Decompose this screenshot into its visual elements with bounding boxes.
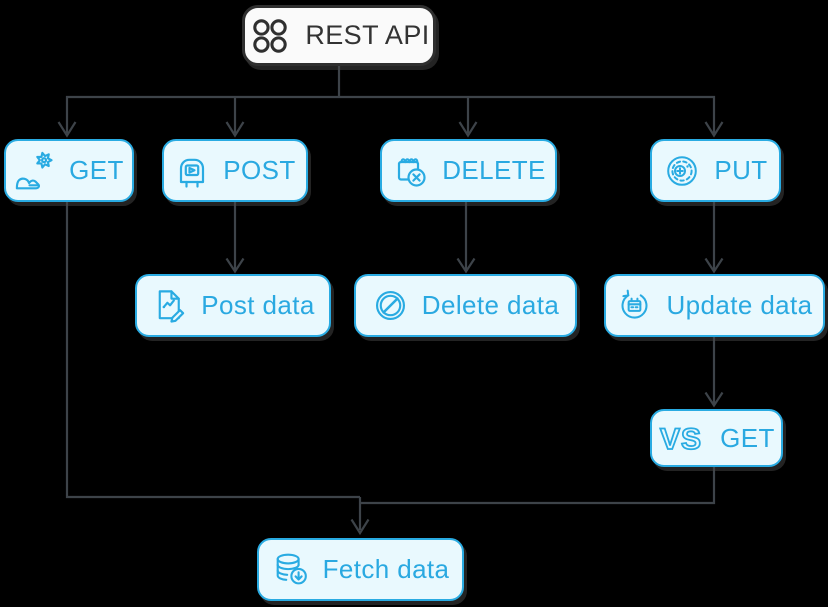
- refresh-calendar-icon: [616, 287, 653, 324]
- node-label: Fetch data: [322, 554, 450, 584]
- node-get: GET: [4, 139, 134, 202]
- edge-arrowhead-delete: [458, 121, 478, 138]
- wheel-add-icon: [663, 152, 701, 190]
- node-post-data: Post data: [135, 274, 331, 337]
- node-vs-get: VS GET: [650, 409, 783, 467]
- node-label: Post data: [201, 290, 315, 320]
- node-label: GET: [69, 155, 124, 185]
- edge-updatedata-vsget: [704, 337, 724, 408]
- node-delete: DELETE: [380, 139, 557, 202]
- node-label: Update data: [666, 290, 813, 320]
- node-post: POST: [162, 139, 308, 202]
- node-label: PUT: [714, 155, 768, 185]
- node-put: PUT: [650, 139, 781, 202]
- node-delete-data: Delete data: [354, 274, 577, 337]
- document-edit-icon: [151, 287, 188, 324]
- api-circles-icon: [248, 17, 292, 55]
- edge-arrowhead-post: [225, 121, 245, 138]
- vs-glyph-icon: VS: [658, 420, 710, 456]
- notepad-remove-icon: [391, 152, 429, 190]
- edge-trunk-horizontal: [65, 95, 716, 133]
- vs-glyph-text: VS: [660, 423, 702, 456]
- node-update-data: Update data: [604, 274, 825, 337]
- edge-put-updatedata: [704, 202, 724, 274]
- node-rest-api: REST API: [242, 5, 436, 66]
- node-label: Delete data: [421, 290, 560, 320]
- edge-fetch-arrow: [350, 497, 370, 536]
- node-label: POST: [223, 155, 296, 185]
- edge-post-postdata: [225, 202, 245, 274]
- node-fetch-data: Fetch data: [257, 538, 464, 601]
- edge-arrowhead-get: [57, 121, 77, 138]
- edge-vsget-fetch: [361, 467, 716, 505]
- edge-delete-deletedata: [456, 202, 476, 274]
- no-entry-icon: [372, 287, 409, 324]
- node-label: REST API: [305, 20, 430, 50]
- edge-arrowhead-put: [704, 121, 724, 138]
- edge-get-fetch: [65, 202, 360, 499]
- mailbox-icon: [174, 153, 210, 189]
- hand-gear-icon: [14, 148, 61, 193]
- database-download-icon: [272, 551, 310, 588]
- node-label: DELETE: [442, 155, 546, 185]
- node-label: GET: [720, 422, 775, 453]
